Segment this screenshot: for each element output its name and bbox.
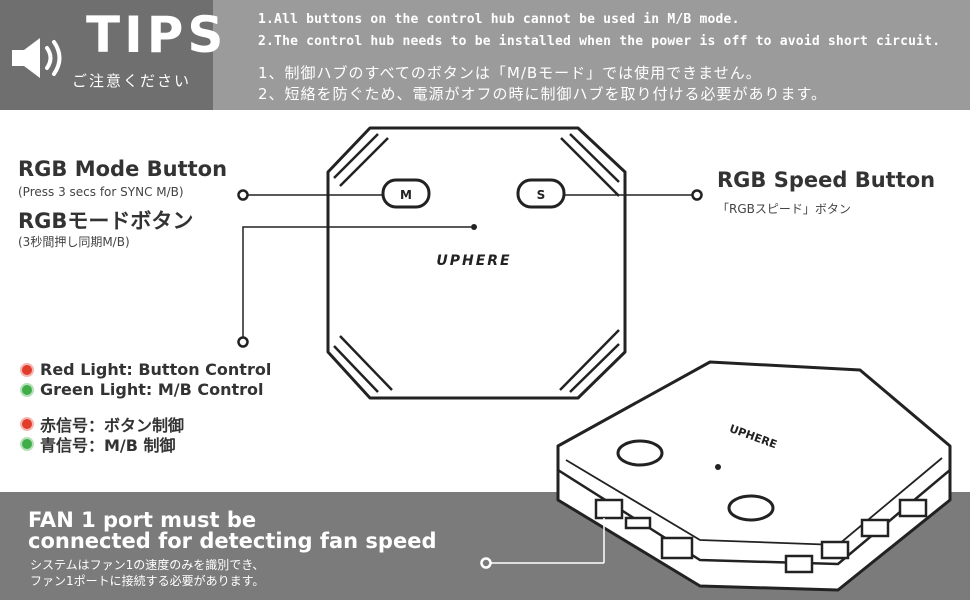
speed-button-subtitle-jp: 「RGBスピード」ボタン <box>717 202 851 216</box>
fan-port <box>860 518 890 538</box>
fan-note-jp2: ファン1ポートに接続する必要があります。 <box>30 574 265 588</box>
mode-button-label: M <box>400 188 412 202</box>
legend-green-jp: 青信号：M/B 制御 <box>22 432 176 456</box>
fan-port <box>820 540 850 560</box>
mode-button-subtitle: (Press 3 secs for SYNC M/B) <box>18 185 184 199</box>
hub-perspective-view: UPHERE <box>556 360 952 592</box>
legend-red-jp: 赤信号：ボタン制御 <box>22 412 184 436</box>
note-en-1: 1.All buttons on the control hub cannot … <box>258 12 740 27</box>
green-light-dot <box>22 384 32 395</box>
mode-button[interactable] <box>381 178 431 209</box>
usb-port <box>624 516 652 530</box>
mode-button-subtitle-jp: (3秒間押し同期M/B) <box>18 235 130 249</box>
speed-button-label: S <box>537 188 546 202</box>
note-jp-1: 1、制御ハブのすべてのボタンは「M/Bモード」では使用できません。 <box>258 64 762 82</box>
tips-subtitle: ご注意ください <box>72 72 192 90</box>
speed-button-perspective <box>616 439 664 467</box>
mode-button-title-jp: RGBモードボタン <box>18 209 194 233</box>
fan-port <box>898 498 928 518</box>
mode-button-title: RGB Mode Button <box>18 157 228 181</box>
fan-note-line1: FAN 1 port must be <box>28 508 257 532</box>
mode-button-perspective <box>727 494 775 522</box>
hub-top-view: M S UPHERE <box>326 126 627 400</box>
green-light-dot <box>22 439 32 449</box>
legend-red-en: Red Light: Button Control <box>22 360 271 379</box>
red-light-dot <box>22 419 32 429</box>
fan-port-callout <box>480 518 605 569</box>
fan-port-1 <box>594 498 624 520</box>
legend-green-en: Green Light: M/B Control <box>22 380 264 399</box>
speaker-icon <box>12 38 62 78</box>
callout-dots <box>237 189 703 348</box>
callout-lines <box>242 194 697 342</box>
speed-button[interactable] <box>516 178 566 209</box>
power-port <box>660 536 694 560</box>
note-jp-2: 2、短絡を防ぐため、電源がオフの時に制御ハブを取り付ける必要があります。 <box>258 85 828 103</box>
note-en-2: 2.The control hub needs to be installed … <box>258 34 941 49</box>
tips-title: TIPS <box>86 6 228 64</box>
speed-button-title: RGB Speed Button <box>717 168 936 192</box>
brand-logo-top: UPHERE <box>436 253 511 269</box>
fan-note-jp1: システムはファン1の速度のみを識別でき、 <box>30 558 265 572</box>
fan-port <box>784 554 814 574</box>
fan-note-line2: connected for detecting fan speed <box>28 529 437 553</box>
status-led <box>471 224 477 230</box>
status-led-perspective <box>715 464 721 470</box>
red-light-dot <box>22 364 32 375</box>
